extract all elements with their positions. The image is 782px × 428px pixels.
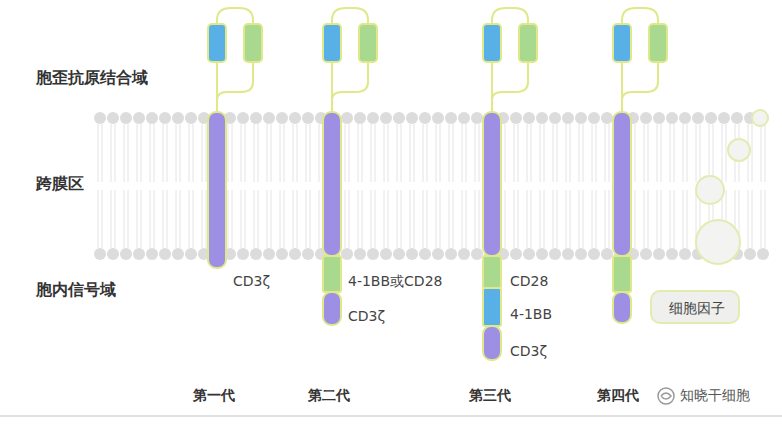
domain-label: 4-1BB或CD28 [348,273,442,291]
baseline [0,415,782,417]
domain-label: CD28 [510,273,548,289]
domain-label: CD3ζ [233,273,270,289]
domain-label: CD3ζ [510,343,547,359]
region-label: 胞歪抗原结合域 [36,68,148,89]
watermark: 知晓干细胞 [680,387,750,405]
generation-label: 第二代 [308,387,350,405]
cell-membrane [94,112,769,260]
node-text: 细胞因子 [669,300,721,318]
cytokine-box: 细胞因子 [650,290,740,324]
watermark-icon [658,388,674,404]
generation-label: 第三代 [469,387,511,405]
region-label: 跨膜区 [36,174,84,195]
generation-label: 第四代 [597,387,639,405]
car-receptors [208,8,667,360]
domain-label: 4-1BB [510,306,552,322]
domain-label: CD3ζ [348,308,385,324]
region-label: 胞内信号域 [36,280,116,301]
generation-label: 第一代 [193,387,235,405]
cytokine-circles [696,110,768,264]
